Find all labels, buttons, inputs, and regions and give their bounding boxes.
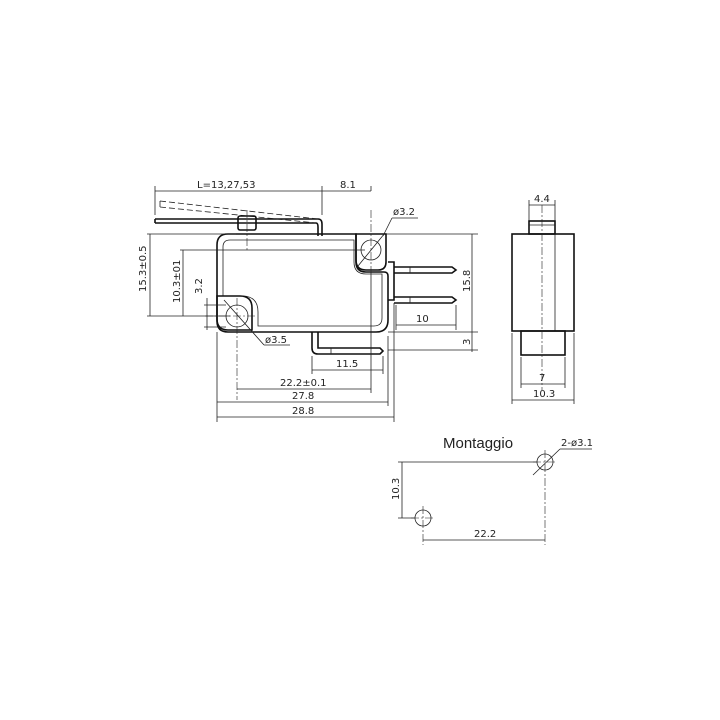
switch-body-outer [216, 233, 389, 333]
side-body [511, 233, 575, 332]
switch-body-inner [222, 239, 383, 327]
bottom-hole-label: ø3.5 [265, 335, 287, 346]
hole-spacing-label: 22.2±0.1 [280, 378, 327, 389]
terminal-bottom [394, 296, 458, 304]
body-width-label: 27.8 [292, 391, 314, 402]
bottom-terminal-length-label: 11.5 [336, 359, 358, 370]
mounting-diagram: Montaggio 2-ø3.1 10.3 22.2 [391, 435, 593, 545]
lever-offset-label: 8.1 [340, 180, 356, 191]
height-total-label: 15.3±0.5 [138, 245, 149, 292]
top-hole-label: ø3.2 [393, 207, 415, 218]
mount-horizontal-label: 22.2 [474, 529, 496, 540]
button-width-label: 4.4 [534, 194, 550, 205]
terminal-top [394, 266, 458, 274]
lever-length-label: L=13,27,53 [197, 180, 255, 191]
base-width-label: 7 [539, 373, 545, 384]
terminal-length-label: 10 [416, 314, 429, 325]
hole-offset-label: 3.2 [194, 278, 205, 294]
mounting-title: Montaggio [443, 435, 513, 452]
height-holes-label: 10.3±01 [172, 260, 183, 303]
terminal-common [311, 332, 385, 355]
body-height-label: 15.8 [462, 270, 473, 292]
side-base [520, 330, 566, 356]
lever-arm-actuated [159, 200, 319, 224]
mount-vertical-label: 10.3 [391, 478, 402, 500]
overall-width-label: 28.8 [292, 406, 314, 417]
bottom-terminal-offset-label: 3 [462, 339, 473, 345]
lever-arm [154, 218, 323, 236]
mounting-holes-label: 2-ø3.1 [561, 438, 593, 449]
body-depth-label: 10.3 [533, 389, 555, 400]
front-view: L=13,27,53 8.1 ø3.2 15.3±0.5 10.3±01 3.2… [138, 180, 478, 422]
side-view: 4.4 7 10.3 [511, 194, 575, 404]
